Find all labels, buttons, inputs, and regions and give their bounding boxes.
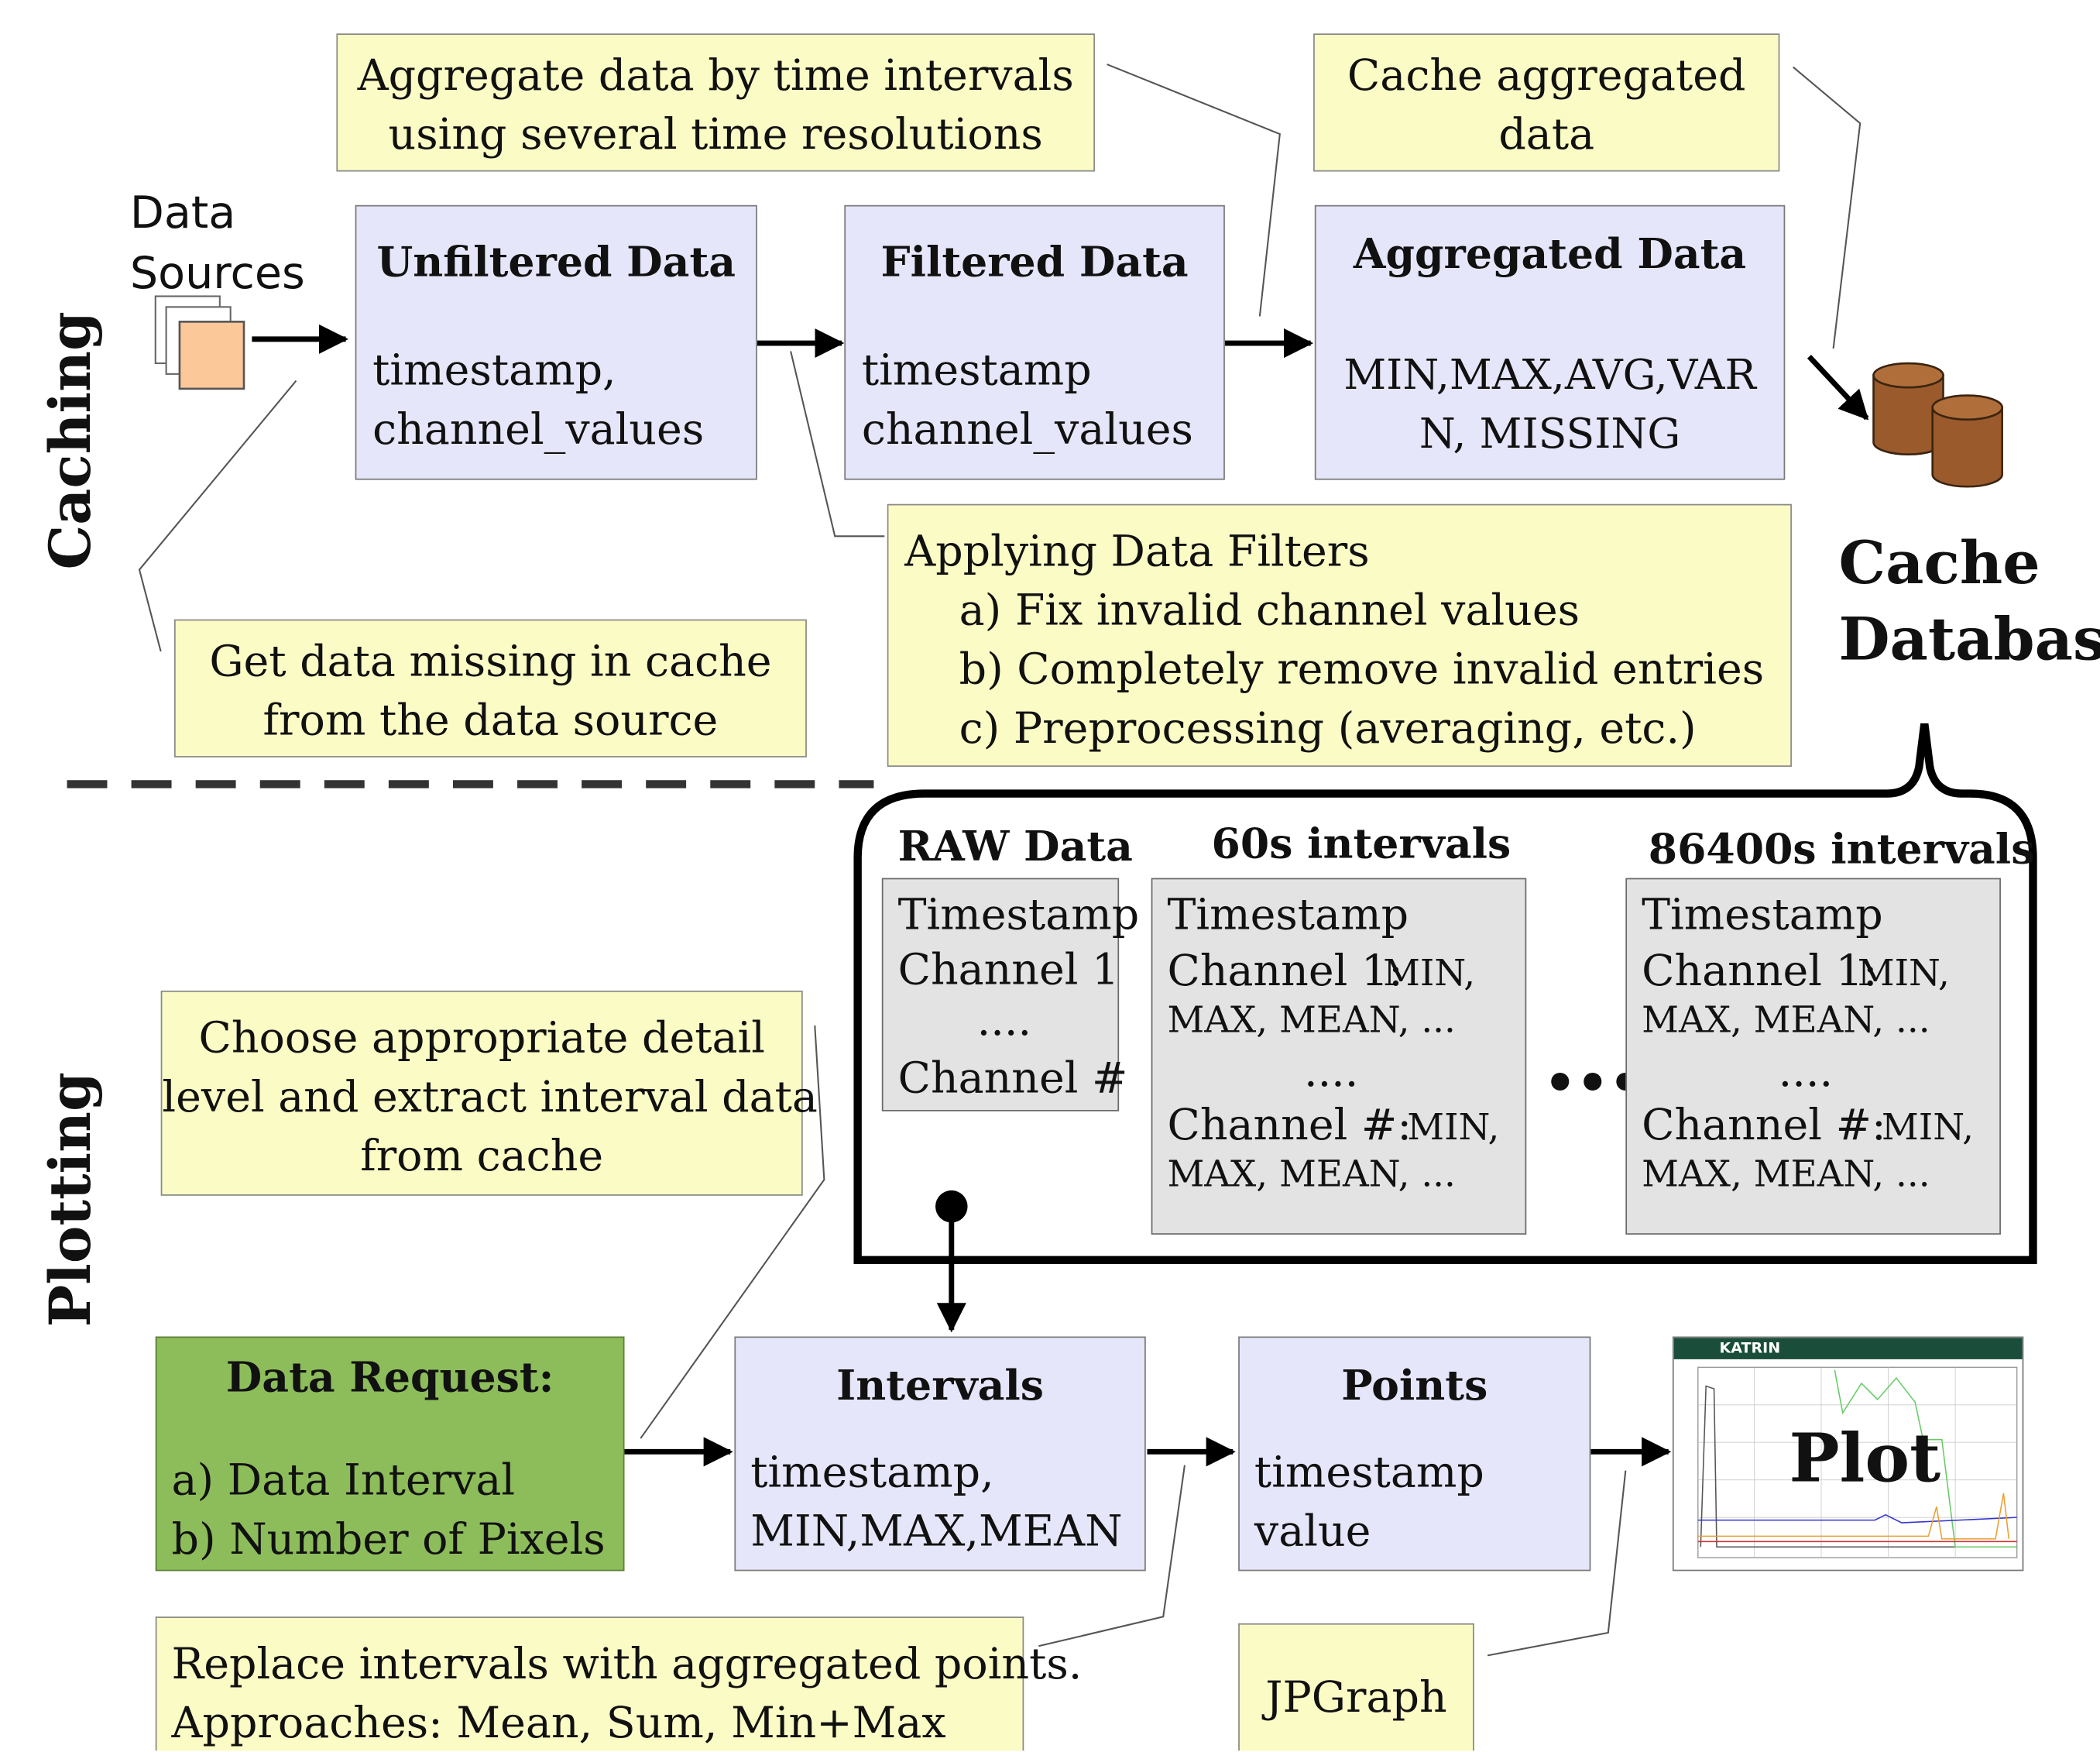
data-request-title: Data Request:: [225, 1354, 554, 1403]
s60-channel-n-values: MIN,: [1407, 1107, 1500, 1149]
s86400-channel-n: Channel #:: [1642, 1099, 1886, 1150]
s60-dots: ....: [1303, 1045, 1359, 1097]
note-cache-aggregated-text: Cache aggregated data: [1347, 50, 1746, 160]
unfiltered-data-body: timestamp, channel_values: [372, 344, 705, 455]
interval-60s-box: Timestamp Channel 1: MIN, MAX, MEAN, ...…: [1151, 878, 1527, 1235]
note-cache-aggregated: Cache aggregated data: [1313, 33, 1780, 172]
note-jpgraph-text: JPGraph: [1265, 1671, 1447, 1723]
note-replace-intervals: Replace intervals with aggregated points…: [155, 1616, 1082, 1751]
aggregated-data-box: Aggregated Data MIN,MAX,AVG,VAR N, MISSI…: [1314, 204, 1786, 480]
intervals-body: timestamp, MIN,MAX,MEAN: [750, 1446, 1123, 1557]
s60-channel-1-values: MIN,: [1383, 953, 1476, 995]
raw-data-box: Timestamp Channel 1 .... Channel #: [881, 878, 1139, 1111]
plot-brand: KATRIN: [1719, 1338, 1781, 1357]
filtered-data-title: Filtered Data: [880, 239, 1189, 287]
s86400-channel-1: Channel 1:: [1642, 945, 1878, 996]
s86400-channel-1-values-2: MAX, MEAN, ...: [1642, 1000, 1930, 1042]
raw-timestamp: Timestamp: [897, 888, 1140, 940]
cache-database-icon: [1872, 362, 2003, 488]
filtered-data-box: Filtered Data timestamp channel_values: [844, 204, 1225, 480]
raw-dots: ....: [976, 995, 1032, 1046]
note-aggregate: Aggregate data by time intervals using s…: [336, 33, 1095, 172]
plot-graph: [1697, 1366, 2018, 1558]
connector-dot: [935, 1190, 968, 1223]
data-request-body: a) Data Interval b) Number of Pixels: [171, 1454, 606, 1565]
note-data-filters: Applying Data Filters a) Fix invalid cha…: [887, 503, 1792, 767]
s60-channel-1: Channel 1:: [1167, 945, 1403, 996]
s86400-channel-1-values: MIN,: [1857, 953, 1950, 995]
section-label-plotting: Plotting: [37, 1072, 104, 1328]
s86400-channel-n-values: MIN,: [1881, 1107, 1974, 1149]
leader-lines: [138, 64, 1862, 1657]
interval-86400s-box: Timestamp Channel 1: MIN, MAX, MEAN, ...…: [1625, 878, 2001, 1235]
note-replace-intervals-text: Replace intervals with aggregated points…: [171, 1637, 1083, 1748]
raw-data-title: RAW Data: [897, 823, 1133, 871]
plot-label: Plot: [1789, 1418, 1941, 1498]
plot-screenshot: KATRIN Plot: [1672, 1336, 2024, 1572]
intervals-box: Intervals timestamp, MIN,MAX,MEAN: [734, 1336, 1146, 1572]
raw-channel-1: Channel 1: [897, 943, 1120, 995]
filtered-data-body: timestamp channel_values: [861, 344, 1193, 455]
note-choose-detail: Choose appropriate detail level and extr…: [160, 990, 818, 1196]
raw-channel-n: Channel #: [897, 1052, 1128, 1104]
unfiltered-data-title: Unfiltered Data: [376, 239, 736, 287]
points-box: Points timestamp value: [1238, 1336, 1591, 1572]
interval-86400s-title: 86400s intervals: [1648, 826, 2035, 874]
note-data-filters-text: Applying Data Filters a) Fix invalid cha…: [904, 525, 1765, 754]
note-get-missing: Get data missing in cache from the data …: [173, 619, 807, 757]
note-choose-detail-text: Choose appropriate detail level and extr…: [162, 1012, 818, 1181]
points-title: Points: [1341, 1362, 1488, 1410]
data-sources-icon: [154, 295, 245, 390]
cache-contents-bubble: [853, 723, 2037, 1265]
section-label-caching: Caching: [37, 311, 104, 570]
note-get-missing-text: Get data missing in cache from the data …: [209, 635, 772, 746]
intervals-title: Intervals: [836, 1362, 1044, 1410]
aggregated-data-title: Aggregated Data: [1353, 230, 1747, 279]
s60-channel-1-values-2: MAX, MEAN, ...: [1167, 1000, 1456, 1042]
flow-arrows: [252, 324, 1869, 1467]
note-jpgraph: JPGraph: [1238, 1623, 1474, 1751]
plot-header-bar: KATRIN: [1673, 1338, 2023, 1359]
data-request-box: Data Request: a) Data Interval b) Number…: [155, 1336, 625, 1572]
data-sources-label: Data Sources: [129, 186, 305, 299]
s86400-timestamp: Timestamp: [1642, 888, 1883, 940]
s86400-channel-n-values-2: MAX, MEAN, ...: [1642, 1154, 1930, 1196]
s60-channel-n-values-2: MAX, MEAN, ...: [1167, 1154, 1456, 1196]
s60-timestamp: Timestamp: [1167, 888, 1409, 940]
s60-channel-n: Channel #:: [1167, 1099, 1412, 1150]
cache-database-label: Cache Database: [1838, 529, 2100, 675]
note-aggregate-text: Aggregate data by time intervals using s…: [357, 50, 1074, 160]
interval-60s-title: 60s intervals: [1211, 820, 1512, 869]
more-intervals-ellipsis: •••: [1543, 1052, 1642, 1113]
points-body: timestamp value: [1254, 1446, 1484, 1557]
unfiltered-data-box: Unfiltered Data timestamp, channel_value…: [355, 204, 757, 480]
s86400-dots: ....: [1778, 1045, 1834, 1097]
aggregated-data-body: MIN,MAX,AVG,VAR N, MISSING: [1343, 351, 1756, 459]
